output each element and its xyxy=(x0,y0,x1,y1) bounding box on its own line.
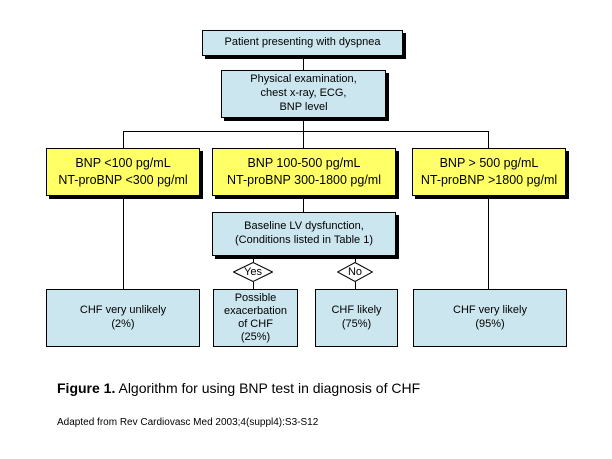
outcome-possible-line: of CHF xyxy=(238,318,273,330)
outcome-possible-box: Possible exacerbation of CHF (25%) xyxy=(213,289,298,347)
connector-high-verylikely xyxy=(488,196,489,289)
outcome-very-likely-box: CHF very likely (95%) xyxy=(413,289,567,347)
outcome-unlikely-percent: (2%) xyxy=(111,318,135,330)
figure-label: Figure 1. xyxy=(57,380,116,396)
outcome-unlikely-box: CHF very unlikely (2%) xyxy=(46,289,200,347)
connector-no-likely xyxy=(355,282,356,289)
ntprobnp-low-line: NT-proBNP <300 pg/ml xyxy=(58,173,188,187)
figure-caption: Figure 1. Algorithm for using BNP test i… xyxy=(57,380,420,396)
bnp-mid-line: BNP 100-500 pg/mL xyxy=(247,156,361,171)
connector-mid-baseline xyxy=(303,196,304,212)
exam-line: BNP level xyxy=(279,100,328,113)
connector-branch-high xyxy=(488,131,489,148)
bnp-low-box: BNP <100 pg/mL NT-proBNP <300 pg/ml xyxy=(46,148,200,196)
start-text: Patient presenting with dyspnea xyxy=(224,36,381,49)
baseline-line: Baseline LV dysfunction, xyxy=(244,220,364,233)
yes-diamond-shape xyxy=(233,262,273,282)
bnp-mid-box: BNP 100-500 pg/mL NT-proBNP 300-1800 pg/… xyxy=(212,148,396,196)
outcome-possible-line: Possible xyxy=(234,291,277,304)
no-label: No xyxy=(347,266,363,278)
yes-diamond: Yes xyxy=(233,262,273,282)
source-citation: Adapted from Rev Cardiovasc Med 2003;4(s… xyxy=(57,417,319,428)
exam-line: Physical examination, xyxy=(250,73,357,86)
baseline-box: Baseline LV dysfunction, (Conditions lis… xyxy=(212,212,396,256)
bnp-high-box: BNP > 500 pg/mL NT-proBNP >1800 pg/ml xyxy=(412,148,566,196)
baseline-line: (Conditions listed in Table 1) xyxy=(235,234,373,246)
outcome-unlikely-line: CHF very unlikely xyxy=(79,304,167,317)
connector-horizontal-branch xyxy=(123,131,489,132)
connector-start-exam xyxy=(303,56,304,70)
connector-branch-mid xyxy=(303,131,304,148)
outcome-possible-line: exacerbation xyxy=(224,304,287,317)
connector-exam-branch xyxy=(303,118,304,131)
start-box: Patient presenting with dyspnea xyxy=(202,30,403,56)
exam-box: Physical examination, chest x-ray, ECG, … xyxy=(221,70,386,118)
ntprobnp-mid-line: NT-proBNP 300-1800 pg/ml xyxy=(226,173,382,187)
connector-branch-low xyxy=(123,131,124,148)
ntprobnp-high-line: NT-proBNP >1800 pg/ml xyxy=(420,173,558,187)
outcome-possible-percent: (25%) xyxy=(240,331,271,344)
bnp-high-line: BNP > 500 pg/mL xyxy=(439,156,539,171)
outcome-likely-box: CHF likely (75%) xyxy=(315,289,398,347)
outcome-likely-percent: (75%) xyxy=(341,318,372,330)
outcome-likely-line: CHF likely xyxy=(331,304,382,317)
bnp-low-line: BNP <100 pg/mL xyxy=(75,156,171,171)
figure-caption-text: Algorithm for using BNP test in diagnosi… xyxy=(115,380,421,396)
yes-label: Yes xyxy=(244,266,262,278)
connector-low-unlikely xyxy=(123,196,124,289)
connector-baseline-no xyxy=(355,256,356,262)
no-diamond-shape xyxy=(337,262,373,282)
exam-line: chest x-ray, ECG, xyxy=(260,87,347,100)
outcome-very-likely-line: CHF very likely xyxy=(453,304,527,317)
connector-baseline-yes xyxy=(253,256,254,262)
outcome-very-likely-percent: (95%) xyxy=(475,318,505,330)
no-diamond: No xyxy=(337,262,373,282)
connector-yes-possible xyxy=(253,282,254,289)
